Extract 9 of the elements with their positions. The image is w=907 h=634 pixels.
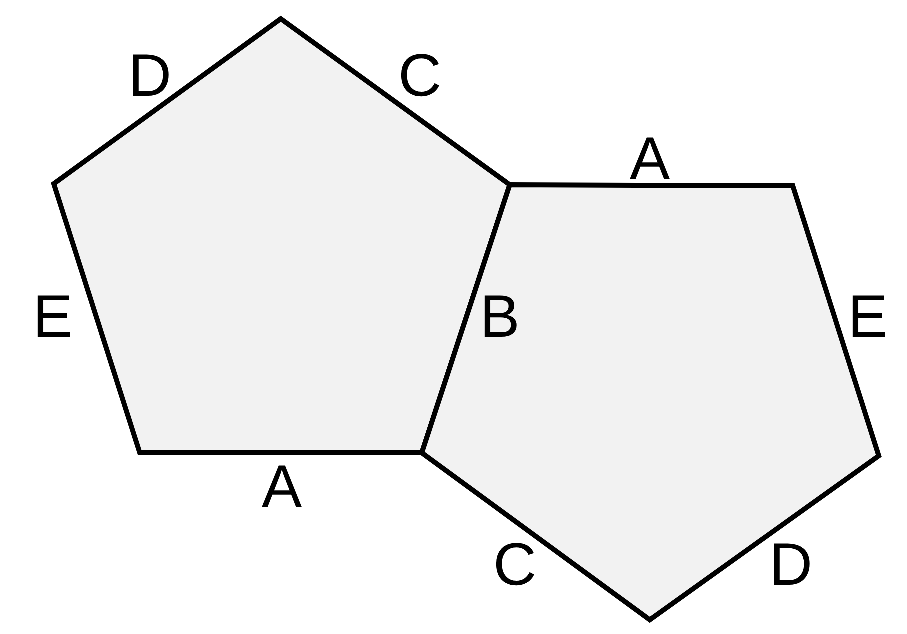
side-label: E (32, 295, 74, 339)
side-label: B (480, 295, 520, 339)
side-label: A (262, 465, 302, 509)
side-label: A (630, 137, 670, 181)
side-label: C (493, 543, 537, 587)
side-label: D (128, 54, 172, 98)
side-label: E (848, 295, 888, 339)
side-label: D (769, 543, 813, 587)
side-label: C (398, 54, 442, 98)
